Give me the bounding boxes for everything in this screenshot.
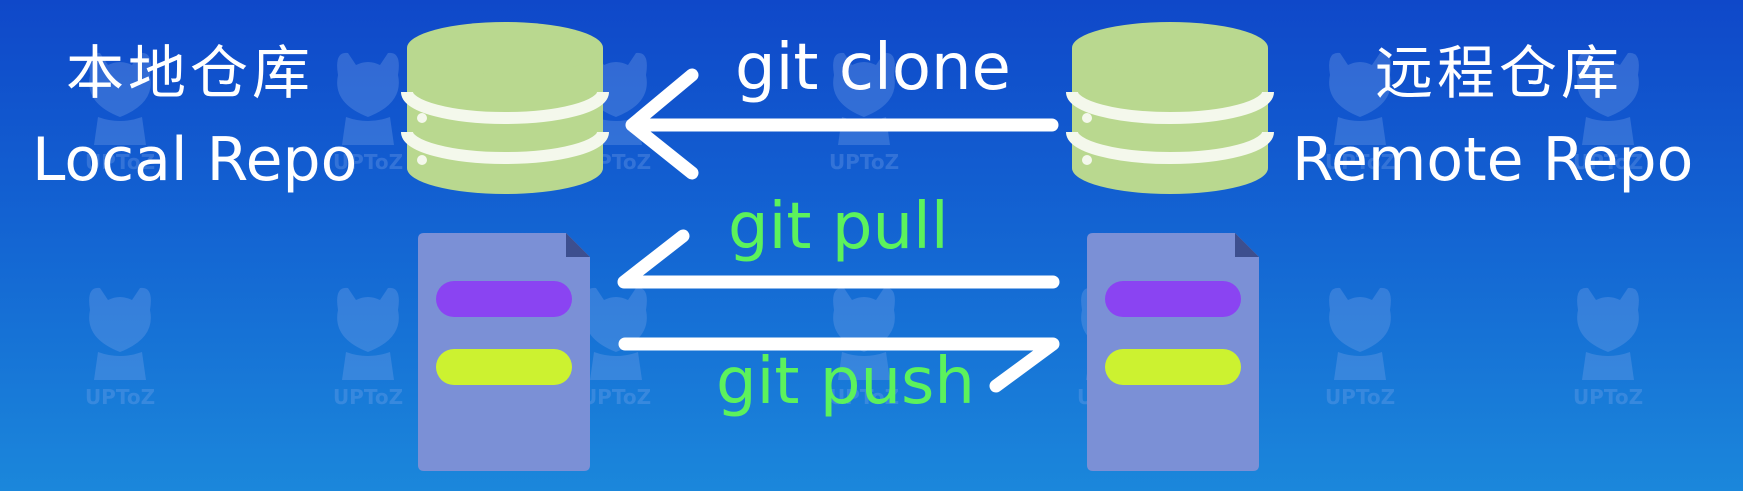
local-title-cn: 本地仓库	[66, 39, 315, 107]
git-clone-label: git clone	[735, 31, 1011, 105]
pull-arrow	[617, 229, 1060, 289]
clone-arrow	[625, 68, 1059, 180]
remote-title-en: Remote Repo	[1292, 125, 1694, 195]
remote-document-icon	[1087, 233, 1259, 471]
remote-title-cn: 远程仓库	[1375, 39, 1624, 107]
git-pull-label: git pull	[728, 190, 949, 264]
local-database-icon	[401, 22, 609, 194]
push-arrow	[618, 337, 1060, 393]
local-title-en: Local Repo	[32, 125, 358, 195]
local-document-icon	[418, 233, 590, 471]
git-push-label: git push	[716, 345, 975, 419]
remote-database-icon	[1066, 22, 1274, 194]
